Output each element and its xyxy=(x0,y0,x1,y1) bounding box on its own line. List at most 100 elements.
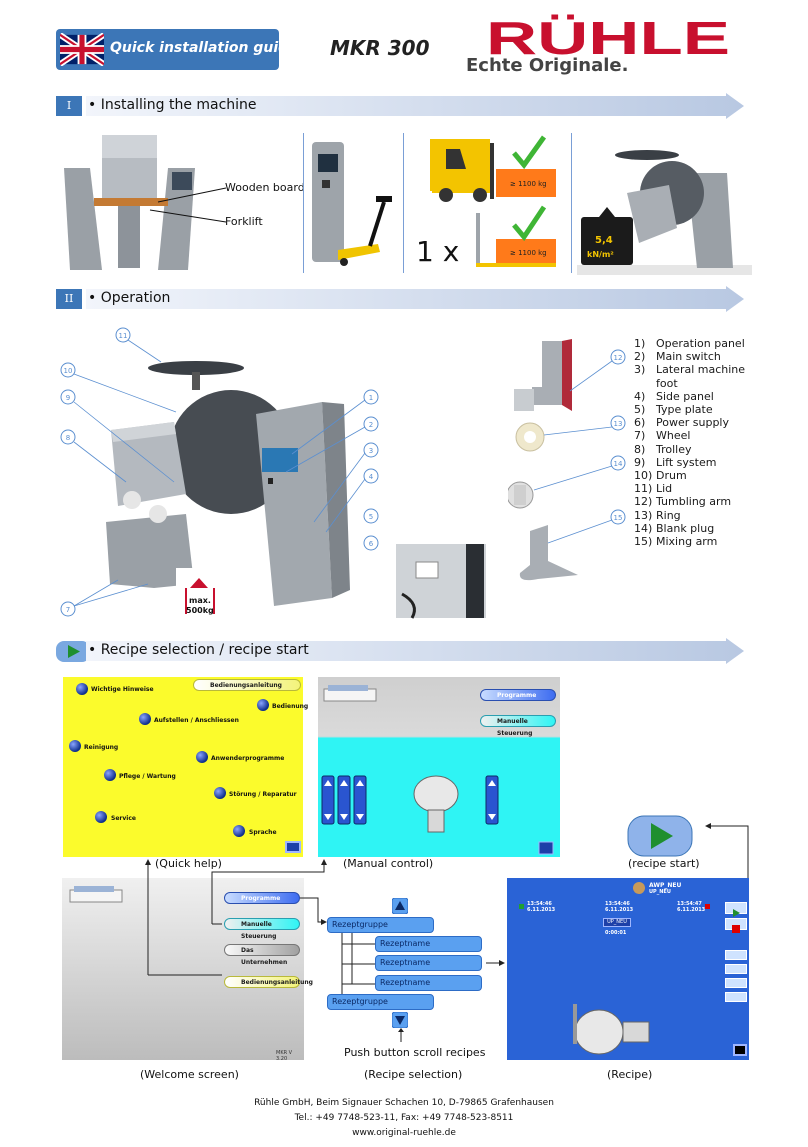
parts-image: 12 13 14 15 xyxy=(508,339,626,581)
programme-button[interactable]: Programme xyxy=(480,689,556,701)
recipe-name-1[interactable]: Rezeptname xyxy=(375,936,482,952)
callout-14: 14 xyxy=(614,460,623,468)
ruehle-logo: RÜHLE xyxy=(486,14,730,60)
help-item-icon[interactable] xyxy=(214,787,226,799)
parts-list-item: 8)Trolley xyxy=(634,442,692,456)
floor-load-image: 5,4 kN/m² xyxy=(577,133,752,275)
help-item-icon[interactable] xyxy=(76,683,88,695)
scroll-down-button[interactable] xyxy=(392,1012,408,1028)
parts-list-item: 2)Main switch xyxy=(634,350,721,364)
help-item-icon[interactable] xyxy=(257,699,269,711)
parts-list-item: 1)Operation panel xyxy=(634,337,745,350)
side-tool-button[interactable] xyxy=(725,992,747,1002)
help-item-label[interactable]: Sprache xyxy=(249,829,277,836)
help-item-icon[interactable] xyxy=(95,811,107,823)
help-item-label[interactable]: Service xyxy=(111,815,136,822)
divider xyxy=(303,133,304,273)
section-3-play-icon xyxy=(56,641,90,662)
help-item-label[interactable]: Reinigung xyxy=(84,744,119,751)
divider xyxy=(403,133,404,273)
machine-on-board-image xyxy=(60,130,235,275)
scroll-up-button[interactable] xyxy=(392,898,408,914)
help-item-icon[interactable] xyxy=(69,740,81,752)
play-button[interactable] xyxy=(725,902,747,917)
help-item-label[interactable]: Anwenderprogramme xyxy=(211,755,285,762)
help-item-icon[interactable] xyxy=(104,769,116,781)
footer-website[interactable]: www.original-ruehle.de xyxy=(352,1128,456,1138)
recipe-subtitle: UP_NEU xyxy=(649,889,671,895)
exit-icon[interactable] xyxy=(733,1044,747,1056)
callout-15: 15 xyxy=(614,514,623,522)
section-2-number: II xyxy=(56,289,82,309)
stop-icon xyxy=(732,925,740,933)
recipe-name-3[interactable]: Rezeptname xyxy=(375,975,482,991)
parts-list-item: 6)Power supply xyxy=(634,416,729,430)
stop-icon[interactable] xyxy=(285,841,301,853)
section-3-bar xyxy=(86,638,744,664)
callout-11: 11 xyxy=(119,332,128,340)
callout-12: 12 xyxy=(614,354,623,362)
help-item-label[interactable]: Störung / Reparatur xyxy=(229,791,297,798)
recipe-screen: AWP_NEU UP_NEU 13:54:46 6.11.2013 13:54:… xyxy=(507,878,749,1060)
start-time: 13:54:46 xyxy=(527,901,552,907)
help-item-icon[interactable] xyxy=(233,825,245,837)
parts-list-item: 5)Type plate xyxy=(634,403,713,417)
recipe-group-1[interactable]: Rezeptgruppe xyxy=(327,917,434,933)
footer: Rühle GmbH, Beim Signauer Schachen 10, D… xyxy=(0,1096,808,1141)
guide-title: Quick installation guide xyxy=(110,40,298,56)
help-item-label[interactable]: Bedienung xyxy=(272,703,309,710)
recipe-icon xyxy=(633,882,645,894)
forklift-label: Forklift xyxy=(225,215,263,228)
help-item-icon[interactable] xyxy=(196,751,208,763)
section-3-label: • Recipe selection / recipe start xyxy=(88,642,309,658)
parts-list-item: 13)Ring xyxy=(634,508,681,522)
help-item-label[interactable]: Wichtige Hinweise xyxy=(91,686,154,693)
manuelle-steuerung-button[interactable]: Manuelle Steuerung xyxy=(224,918,300,940)
pointer-arrow xyxy=(398,1028,404,1042)
programme-button[interactable]: Programme xyxy=(224,892,300,904)
manual-button[interactable]: Bedienungsanleitung xyxy=(193,679,301,691)
section-1-label: • Installing the machine xyxy=(88,97,257,113)
load-value: 5,4 xyxy=(595,235,613,246)
building-icon xyxy=(69,886,123,903)
end-date: 6.11.2013 xyxy=(677,907,706,913)
manual-button[interactable]: Bedienungsanleitung xyxy=(224,976,313,988)
footer-address: Rühle GmbH, Beim Signauer Schachen 10, D… xyxy=(254,1098,554,1108)
parts-list-item: foot xyxy=(656,376,678,390)
status-icon xyxy=(705,904,710,909)
uk-flag-icon xyxy=(60,33,104,66)
wooden-board-label: Wooden board xyxy=(225,181,305,194)
callout-1: 1 xyxy=(369,394,373,402)
scroll-note: Push button scroll recipes xyxy=(344,1046,486,1059)
help-item-label[interactable]: Pflege / Wartung xyxy=(119,773,176,780)
machine-overview-image: max. 500kg 11 10 9 8 7 1 2 3 4 5 6 xyxy=(60,327,486,619)
side-tool-button[interactable] xyxy=(725,978,747,988)
parts-list-item: 3)Lateral machine xyxy=(634,363,746,377)
callout-13: 13 xyxy=(614,420,623,428)
stop-button[interactable] xyxy=(725,918,747,933)
callout-7: 7 xyxy=(66,606,70,614)
parts-list-item: 4)Side panel xyxy=(634,389,714,403)
help-item-label[interactable]: Aufstellen / Anschliessen xyxy=(154,717,239,724)
load-unit: kN/m² xyxy=(587,250,614,259)
forklift-weight-image: ≥ 1100 kg ≥ 1100 kg 1 x xyxy=(416,135,556,268)
help-item-icon[interactable] xyxy=(139,713,151,725)
recipe-start-button[interactable] xyxy=(627,815,693,857)
elapsed-time: 0:00:01 xyxy=(605,930,627,936)
manuelle-steuerung-button[interactable]: Manuelle Steuerung xyxy=(480,715,556,737)
callout-2: 2 xyxy=(369,421,373,429)
footer-phone: Tel.: +49 7748-523-11, Fax: +49 7748-523… xyxy=(294,1113,514,1123)
recipe-name-2[interactable]: Rezeptname xyxy=(375,955,482,971)
weight-label-2: ≥ 1100 kg xyxy=(510,249,547,257)
side-tool-button[interactable] xyxy=(725,964,747,974)
play-icon xyxy=(733,909,740,917)
recipe-selection-caption: (Recipe selection) xyxy=(364,1068,463,1081)
parts-list-item: 14)Blank plug xyxy=(634,521,715,535)
quick-help-caption: (Quick help) xyxy=(155,857,222,870)
callout-10: 10 xyxy=(64,367,73,375)
recipe-group-2[interactable]: Rezeptgruppe xyxy=(327,994,434,1010)
pallet-truck-image xyxy=(312,142,392,266)
side-tool-button[interactable] xyxy=(725,950,747,960)
unternehmen-button[interactable]: Das Unternehmen xyxy=(224,944,300,966)
max-label: max. xyxy=(189,596,211,605)
